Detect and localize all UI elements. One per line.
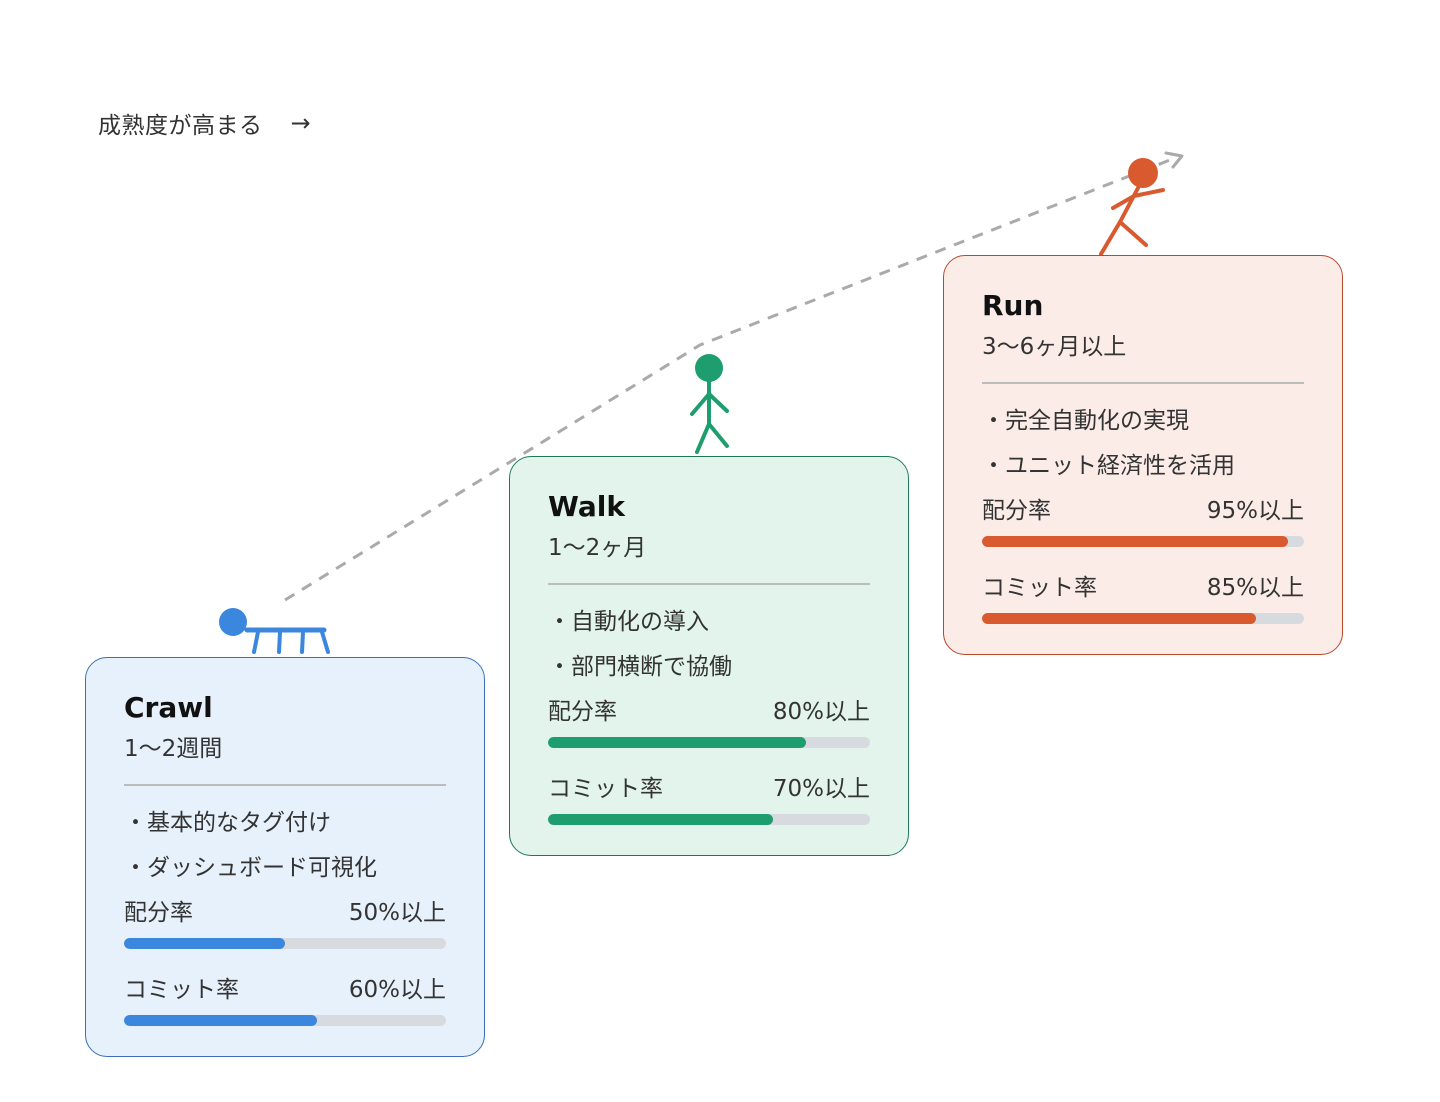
stage-title: Crawl [124, 691, 213, 724]
maturity-header: 成熟度が高まる → [98, 106, 311, 140]
right-arrow-icon: → [290, 109, 312, 137]
metric-value: 50%以上 [348, 900, 446, 926]
progression-arrowhead-icon [1164, 151, 1184, 169]
progress-bar-fill [548, 737, 806, 748]
metric-commit: コミット率 70%以上 [548, 774, 870, 825]
crawling-figure-icon [219, 608, 330, 654]
progress-bar-track [548, 737, 870, 748]
stage-card-run: Run 3〜6ヶ月以上 ・完全自動化の実現 ・ユニット経済性を活用 配分率 95… [943, 255, 1343, 655]
metric-commit: コミット率 85%以上 [982, 573, 1304, 624]
stage-divider [548, 583, 870, 585]
progress-bar-track [982, 536, 1304, 547]
stage-duration: 1〜2週間 [124, 736, 223, 762]
stage-title: Walk [548, 490, 625, 523]
progress-bar-fill [124, 938, 285, 949]
progress-bar-track [124, 1015, 446, 1026]
metric-label: 配分率 [548, 699, 617, 725]
metric-label: コミット率 [124, 977, 239, 1003]
progress-bar-track [982, 613, 1304, 624]
stage-card-walk: Walk 1〜2ヶ月 ・自動化の導入 ・部門横断で協働 配分率 80%以上 コミ… [509, 456, 909, 856]
metric-label: コミット率 [548, 776, 663, 802]
stage-duration: 1〜2ヶ月 [548, 535, 647, 561]
stage-title: Run [982, 289, 1044, 322]
metric-label: 配分率 [124, 900, 193, 926]
stage-divider [124, 784, 446, 786]
stage-divider [982, 382, 1304, 384]
metric-label: コミット率 [982, 575, 1097, 601]
metric-commit: コミット率 60%以上 [124, 975, 446, 1026]
progress-bar-fill [124, 1015, 318, 1026]
metric-label: 配分率 [982, 498, 1051, 524]
metric-value: 70%以上 [772, 776, 870, 802]
metric-value: 80%以上 [772, 699, 870, 725]
progress-bar-fill [548, 814, 774, 825]
progress-bar-fill [982, 613, 1256, 624]
metric-allocation: 配分率 95%以上 [982, 496, 1304, 547]
stage-bullet: ・完全自動化の実現 [982, 408, 1189, 434]
stage-bullet: ・部門横断で協働 [548, 654, 732, 680]
stage-bullet: ・基本的なタグ付け [124, 810, 331, 836]
metric-allocation: 配分率 80%以上 [548, 697, 870, 748]
metric-value: 60%以上 [348, 977, 446, 1003]
stage-bullet: ・自動化の導入 [548, 609, 709, 635]
stage-bullet: ・ユニット経済性を活用 [982, 453, 1235, 479]
progress-bar-track [124, 938, 446, 949]
progress-bar-fill [982, 536, 1288, 547]
stage-duration: 3〜6ヶ月以上 [982, 334, 1127, 360]
walking-figure-icon [690, 354, 729, 454]
metric-value: 85%以上 [1206, 575, 1304, 601]
metric-allocation: 配分率 50%以上 [124, 898, 446, 949]
maturity-header-label: 成熟度が高まる [98, 113, 263, 139]
metric-value: 95%以上 [1206, 498, 1304, 524]
progress-bar-track [548, 814, 870, 825]
stage-card-crawl: Crawl 1〜2週間 ・基本的なタグ付け ・ダッシュボード可視化 配分率 50… [85, 657, 485, 1057]
running-figure-icon [1099, 158, 1165, 256]
stage-bullet: ・ダッシュボード可視化 [124, 855, 377, 881]
